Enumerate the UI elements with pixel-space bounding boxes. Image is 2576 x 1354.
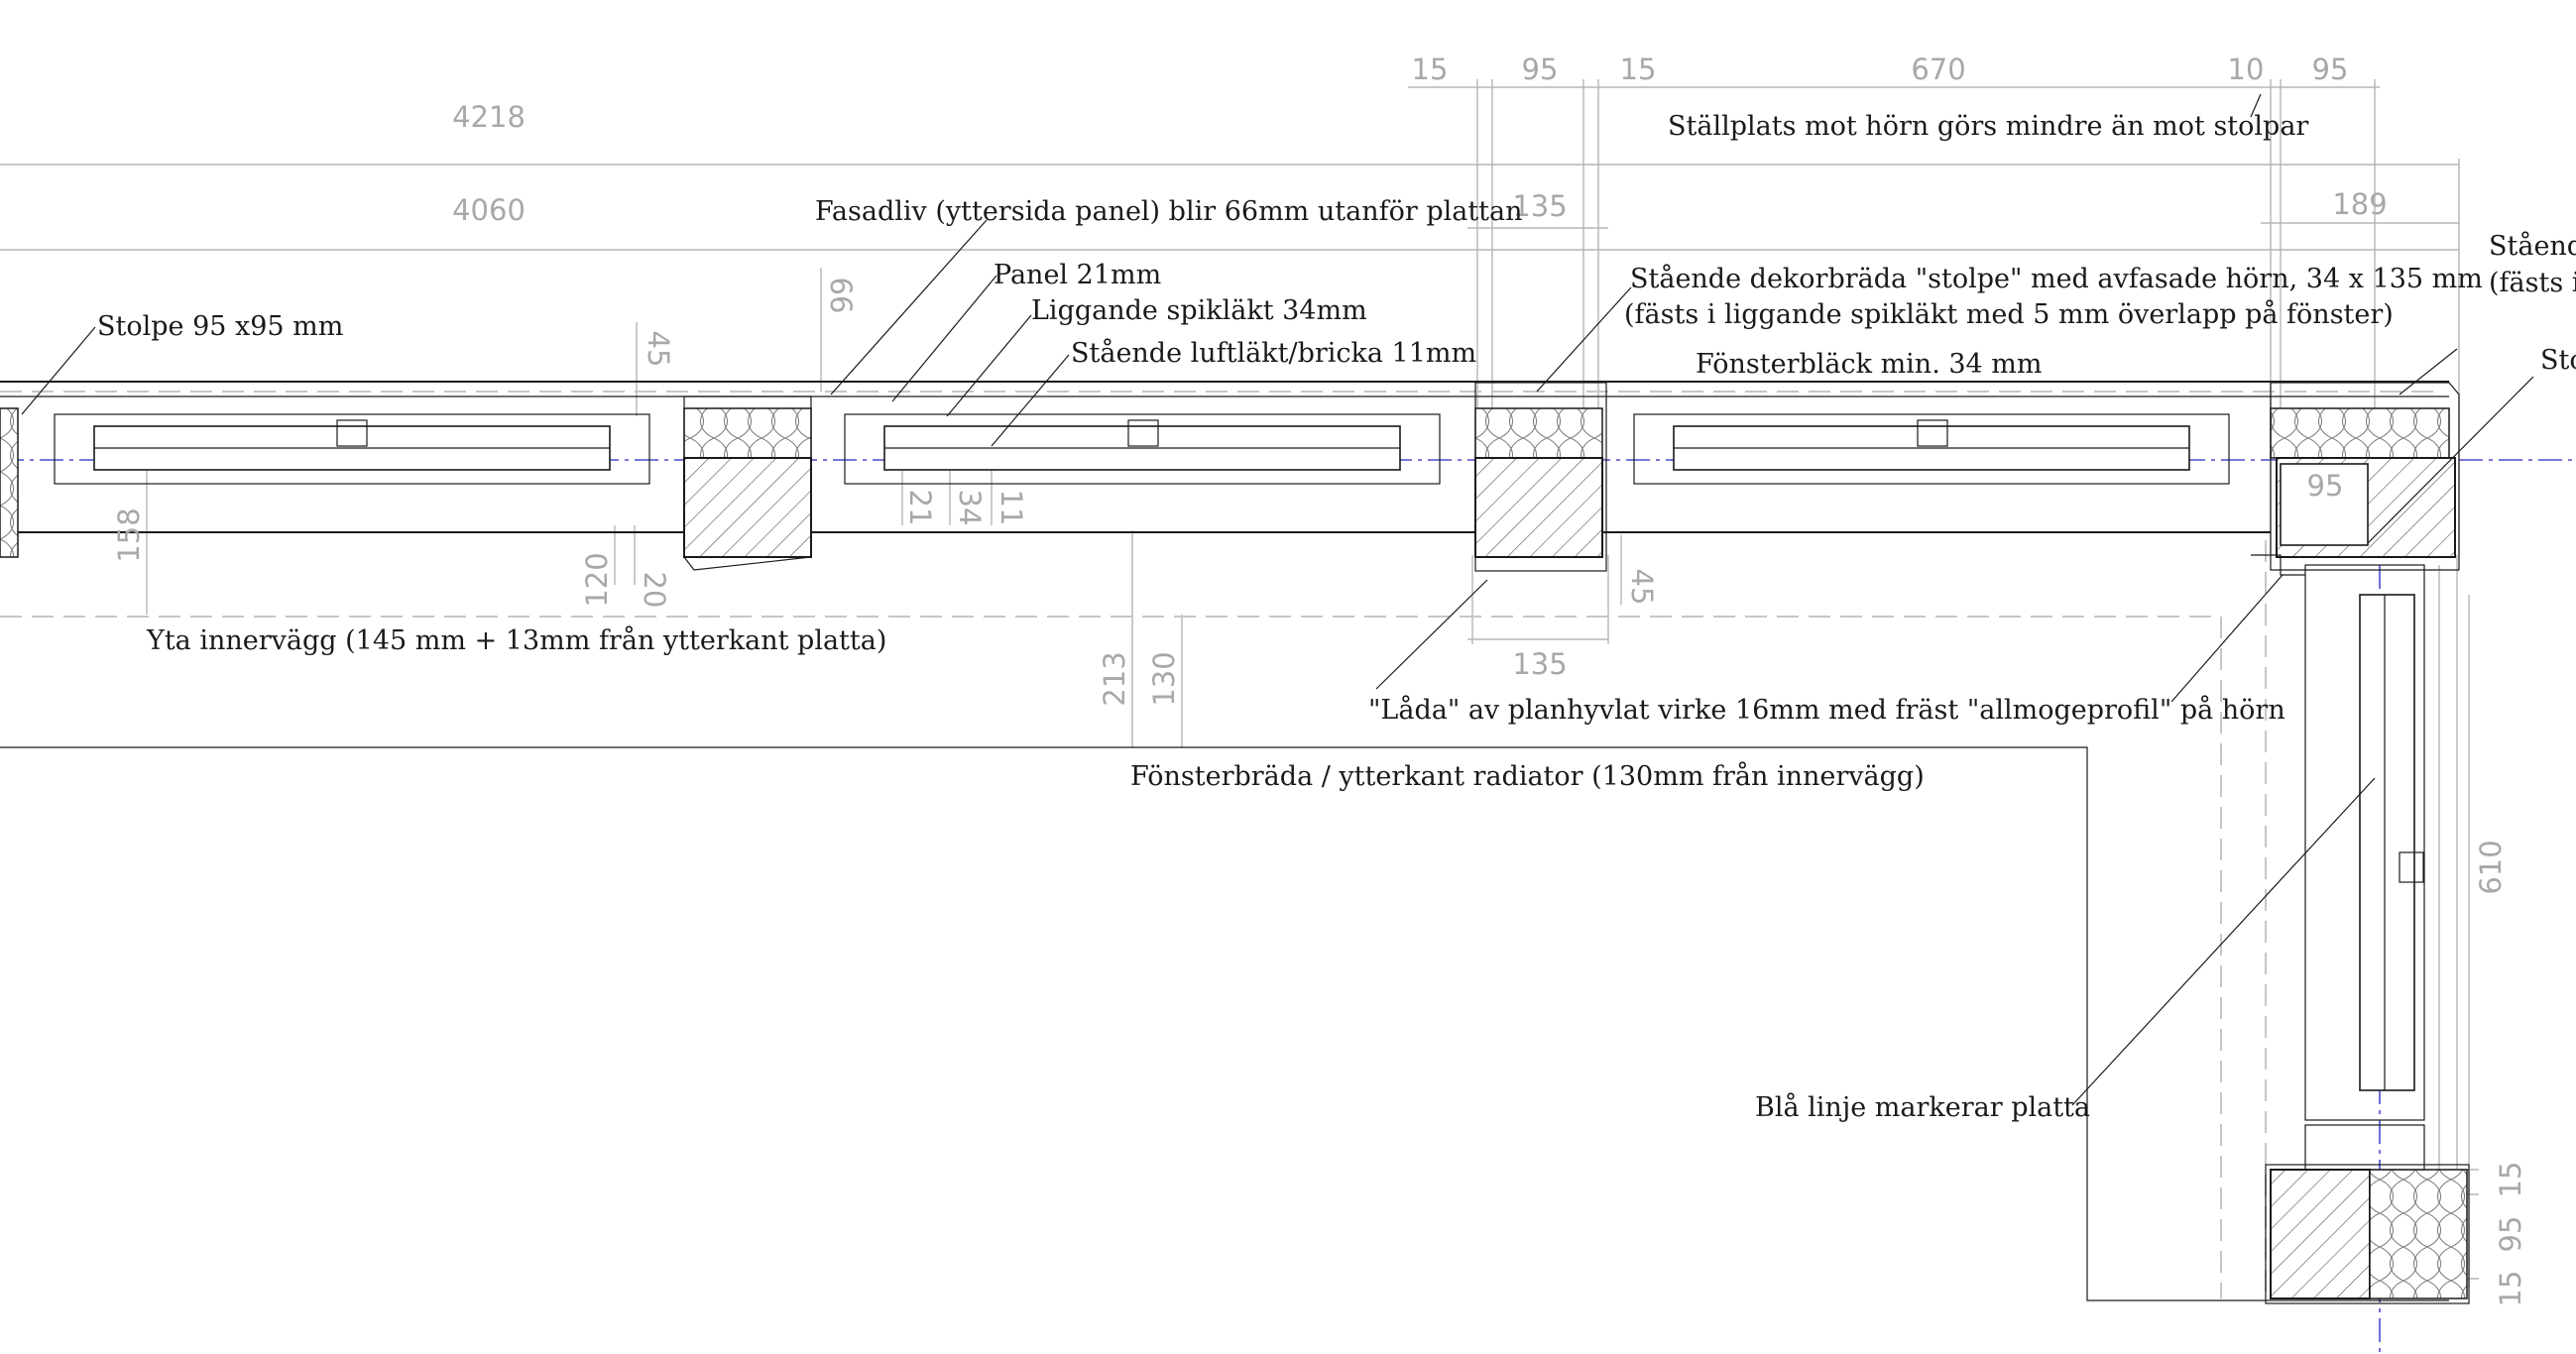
- right-window: [2251, 554, 2425, 1121]
- dimension-lines: [0, 79, 2479, 1298]
- dim-20: 20: [638, 572, 671, 609]
- dim-670: 670: [1911, 53, 1965, 86]
- label-liggande-spiklakt: Liggande spikläkt 34mm: [1031, 295, 1367, 326]
- dim-120: 120: [580, 552, 614, 607]
- dim-15-b: 15: [1620, 53, 1657, 86]
- dim-15-a: 15: [1412, 53, 1449, 86]
- label-right-cut-3: Sto: [2540, 345, 2576, 376]
- wall-section: [0, 381, 2470, 1304]
- dim-158: 158: [112, 508, 146, 562]
- label-dekorbrada-2: (fästs i liggande spikläkt med 5 mm över…: [1624, 298, 2394, 330]
- label-stolpe: Stolpe 95 x95 mm: [97, 311, 343, 342]
- label-dekorbrada-1: Stående dekorbräda "stolpe" med avfasade…: [1630, 263, 2483, 294]
- label-fonsterblack: Fönsterbläck min. 34 mm: [1696, 349, 2043, 380]
- label-panel: Panel 21mm: [994, 260, 1161, 290]
- dim-4218: 4218: [452, 100, 526, 134]
- dimension-texts: 4218 4060 15 95 15 670 10 95 135 189 135…: [112, 53, 2527, 1306]
- window-2: [844, 413, 1441, 485]
- dim-66: 66: [824, 278, 858, 314]
- right-post: [2265, 1124, 2470, 1304]
- dim-11: 11: [995, 490, 1028, 526]
- dim-135-bottom: 135: [1512, 647, 1567, 681]
- annotation-labels: Ställplats mot hörn görs mindre än mot s…: [97, 111, 2576, 1123]
- dim-21: 21: [903, 490, 937, 526]
- window-1: [54, 413, 650, 485]
- reference-lines: [0, 391, 2576, 1354]
- dim-15-right-1: 15: [2494, 1162, 2527, 1198]
- label-stallplats: Ställplats mot hörn görs mindre än mot s…: [1668, 111, 2308, 142]
- label-yta-innervagg: Yta innervägg (145 mm + 13mm från ytterk…: [146, 624, 886, 656]
- dim-130: 130: [1147, 651, 1181, 706]
- label-fonsterbrada: Fönsterbräda / ytterkant radiator (130mm…: [1130, 760, 1925, 792]
- dim-34: 34: [953, 490, 987, 526]
- leader-lines: [21, 93, 2534, 1106]
- dim-189: 189: [2332, 187, 2387, 221]
- dim-10: 10: [2228, 53, 2265, 86]
- dim-95-a: 95: [1522, 53, 1559, 86]
- dim-213: 213: [1098, 651, 1131, 706]
- dim-135-top: 135: [1512, 189, 1567, 223]
- window-3: [1633, 413, 2230, 485]
- dim-95-right: 95: [2494, 1216, 2527, 1253]
- label-right-cut-1: Stående: [2489, 230, 2576, 262]
- dim-95-b: 95: [2312, 53, 2349, 86]
- dim-610: 610: [2474, 840, 2508, 894]
- label-right-cut-2: (fästs i: [2489, 268, 2576, 298]
- label-fasadliv: Fasadliv (yttersida panel) blir 66mm uta…: [815, 196, 1523, 227]
- label-bla-linje: Blå linje markerar platta: [1755, 1091, 2090, 1123]
- dim-95-corner: 95: [2307, 469, 2344, 503]
- label-staende-luftlakt: Stående luftläkt/bricka 11mm: [1071, 337, 1476, 369]
- dim-15-right-2: 15: [2494, 1271, 2527, 1307]
- dim-45-right: 45: [1625, 569, 1659, 606]
- dim-45-left: 45: [642, 331, 675, 368]
- label-lada: "Låda" av planhyvlat virke 16mm med fräs…: [1368, 694, 2285, 726]
- dim-4060: 4060: [452, 193, 526, 227]
